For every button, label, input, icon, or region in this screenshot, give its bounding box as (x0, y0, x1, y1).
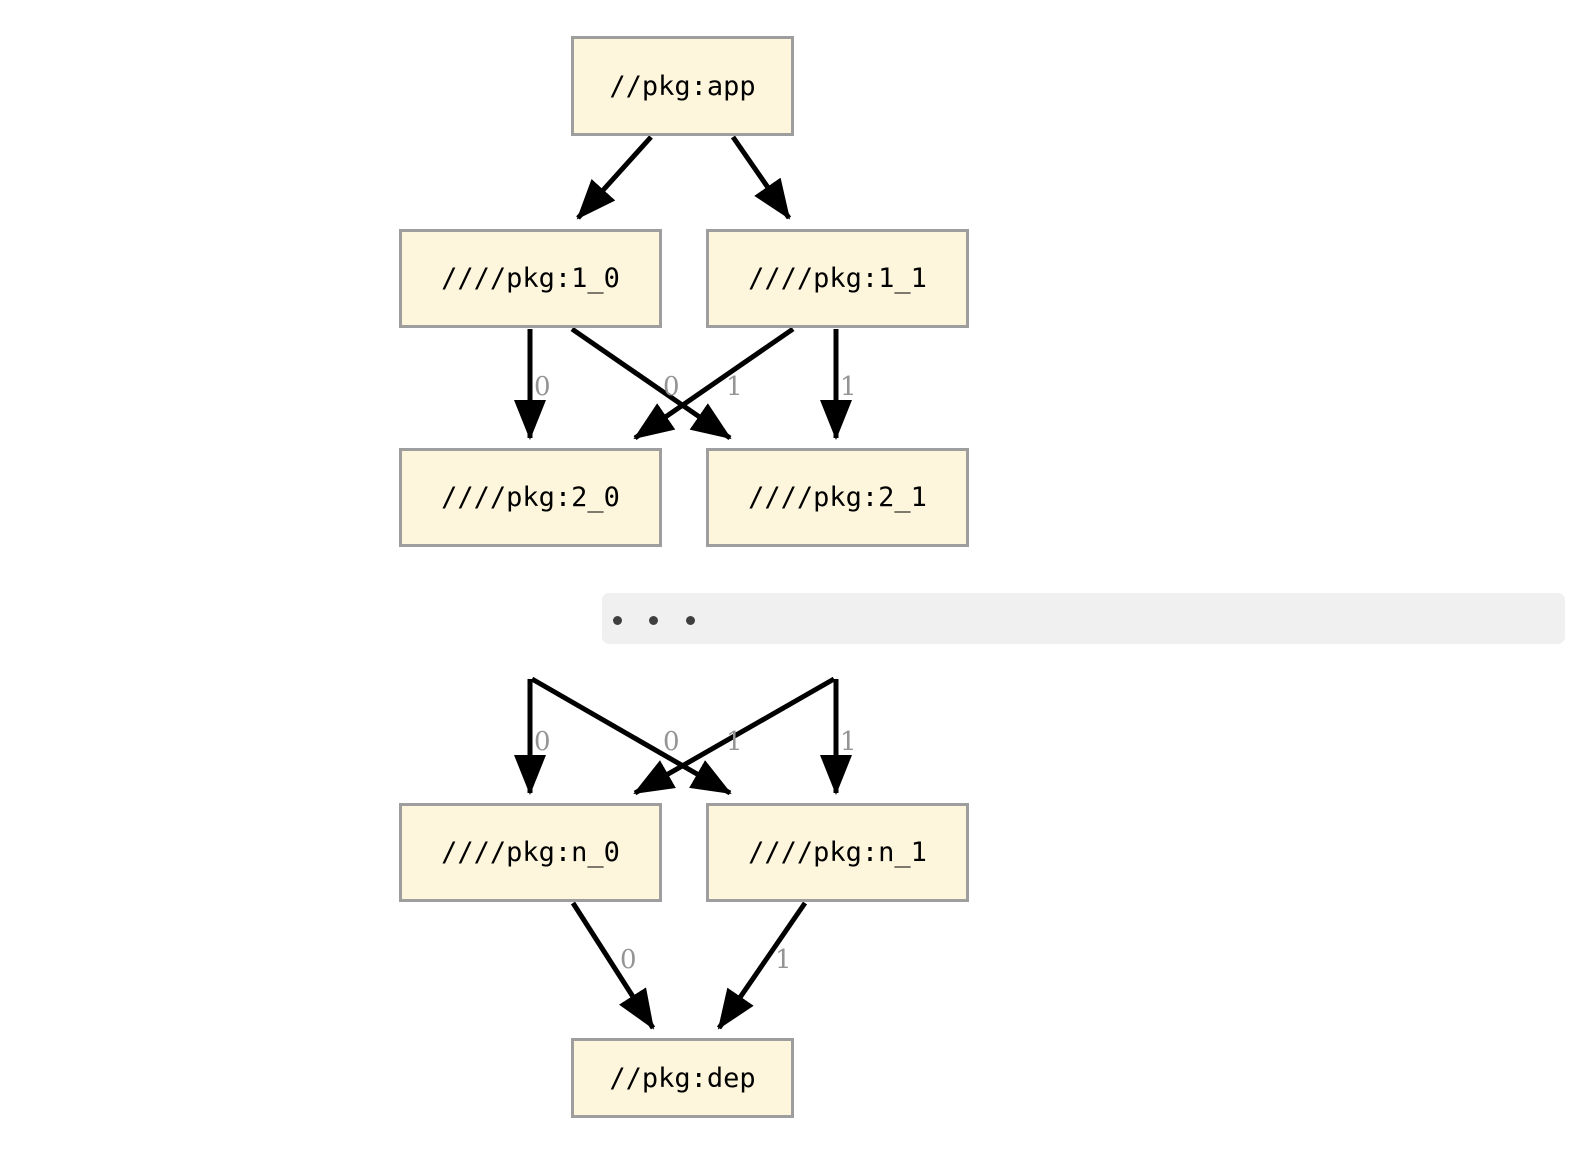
edge-label-above-to-n-1: 1 (840, 727, 857, 757)
ellipsis-dot (613, 616, 622, 625)
edge-label-1-0-to-2-1: 0 (663, 372, 680, 402)
edge-label-above-to-n-0-cross: 1 (726, 727, 743, 757)
edge-app-to-1-1 (730, 135, 792, 220)
edge-above-to-n-0-cross (633, 676, 836, 796)
node-label: ////pkg:1_1 (748, 263, 927, 294)
edge-app-to-1-0 (576, 135, 653, 220)
node-pkg-n-1[interactable]: ////pkg:n_1 (706, 803, 969, 902)
edge-n-0-to-dep (570, 901, 656, 1030)
node-pkg-1-1[interactable]: ////pkg:1_1 (706, 229, 969, 328)
node-label: ////pkg:n_1 (748, 837, 927, 868)
edge-label-1-1-to-2-0: 1 (726, 372, 743, 402)
edge-label-above-to-n-1-cross: 0 (663, 727, 680, 757)
node-label: //pkg:app (609, 70, 756, 102)
node-pkg-2-1[interactable]: ////pkg:2_1 (706, 448, 969, 547)
ellipsis-dot (649, 616, 658, 625)
edge-above-to-n-1-cross (530, 676, 732, 796)
node-label: ////pkg:n_0 (441, 837, 620, 868)
node-label: ////pkg:2_1 (748, 482, 927, 513)
edge-1-1-to-2-0 (633, 326, 795, 441)
edge-1-0-to-2-1 (570, 326, 732, 441)
node-label: ////pkg:1_0 (441, 263, 620, 294)
node-pkg-dep[interactable]: //pkg:dep (571, 1038, 794, 1118)
node-pkg-n-0[interactable]: ////pkg:n_0 (399, 803, 662, 902)
edge-n-1-to-dep (716, 901, 808, 1030)
edge-label-above-to-n-0: 0 (534, 727, 551, 757)
edge-label-1-0-to-2-0: 0 (534, 372, 551, 402)
ellipsis-dot (686, 616, 695, 625)
node-pkg-app[interactable]: //pkg:app (571, 36, 794, 136)
node-label: //pkg:dep (609, 1062, 756, 1094)
ellipsis-separator-band (602, 593, 1565, 644)
node-pkg-2-0[interactable]: ////pkg:2_0 (399, 448, 662, 547)
node-label: ////pkg:2_0 (441, 482, 620, 513)
edge-label-1-1-to-2-1: 1 (840, 372, 857, 402)
edge-label-n-0-to-dep: 0 (620, 945, 637, 975)
edge-label-n-1-to-dep: 1 (775, 945, 792, 975)
node-pkg-1-0[interactable]: ////pkg:1_0 (399, 229, 662, 328)
